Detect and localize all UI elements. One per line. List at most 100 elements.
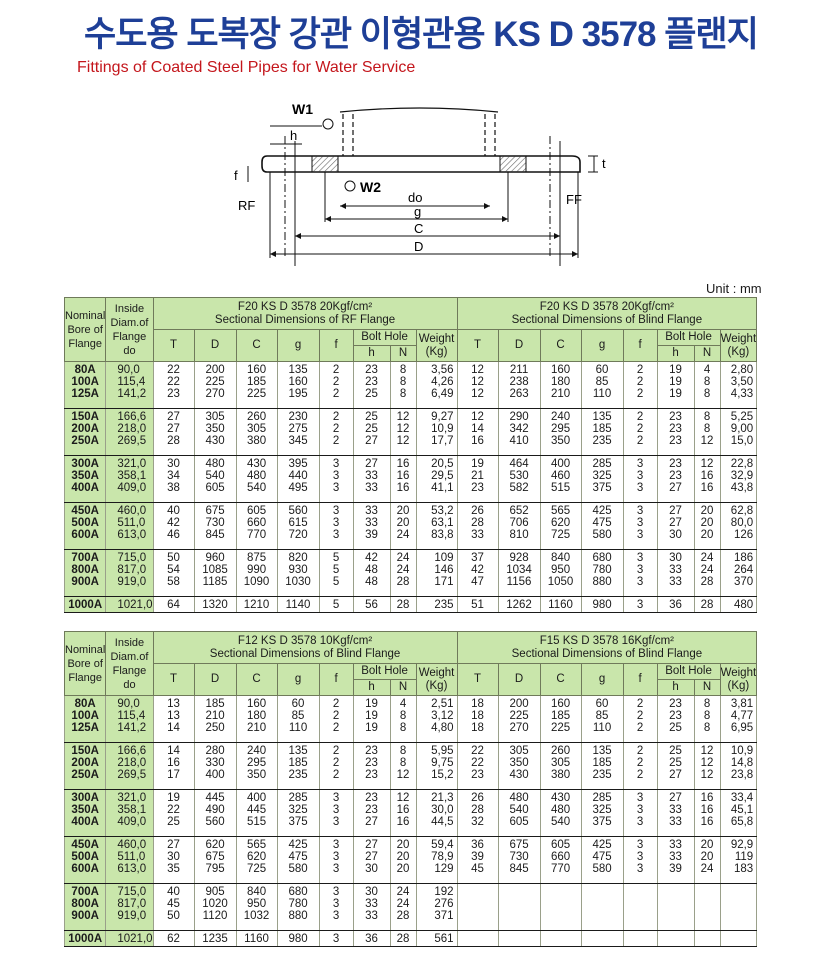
cell-bolt-n xyxy=(693,883,721,931)
cell-weight xyxy=(719,883,758,931)
cell-f: 3 xyxy=(318,930,354,947)
cell-bolt-n: 28 xyxy=(693,596,721,613)
cell-g xyxy=(580,930,624,947)
inside-diameter-cell: 1021,0 xyxy=(105,930,154,947)
cell-d: 1320 xyxy=(193,596,237,613)
cell-d xyxy=(497,883,541,931)
cell-f xyxy=(622,930,658,947)
cell-c: 1210 xyxy=(235,596,278,613)
header-g: g xyxy=(276,329,320,362)
cell-bolt-h xyxy=(656,930,695,947)
cell-t: 64 xyxy=(152,596,195,613)
cell-weight: 561 xyxy=(415,930,458,947)
page-subtitle: Fittings of Coated Steel Pipes for Water… xyxy=(77,59,416,76)
header-h: h xyxy=(656,345,695,362)
header-bolt-hole: Bolt Hole xyxy=(656,663,721,680)
cell-weight: 235 xyxy=(415,596,458,613)
cell-weight: 480 xyxy=(719,596,758,613)
header-bolt-hole: Bolt Hole xyxy=(352,663,417,680)
header-f: f xyxy=(318,663,354,696)
header-t: T xyxy=(456,329,499,362)
header-t: T xyxy=(152,329,195,362)
header-c: C xyxy=(235,663,278,696)
header-h: h xyxy=(352,679,391,696)
header-bolt-hole: Bolt Hole xyxy=(656,329,721,346)
label-w2: W2 xyxy=(360,179,381,195)
